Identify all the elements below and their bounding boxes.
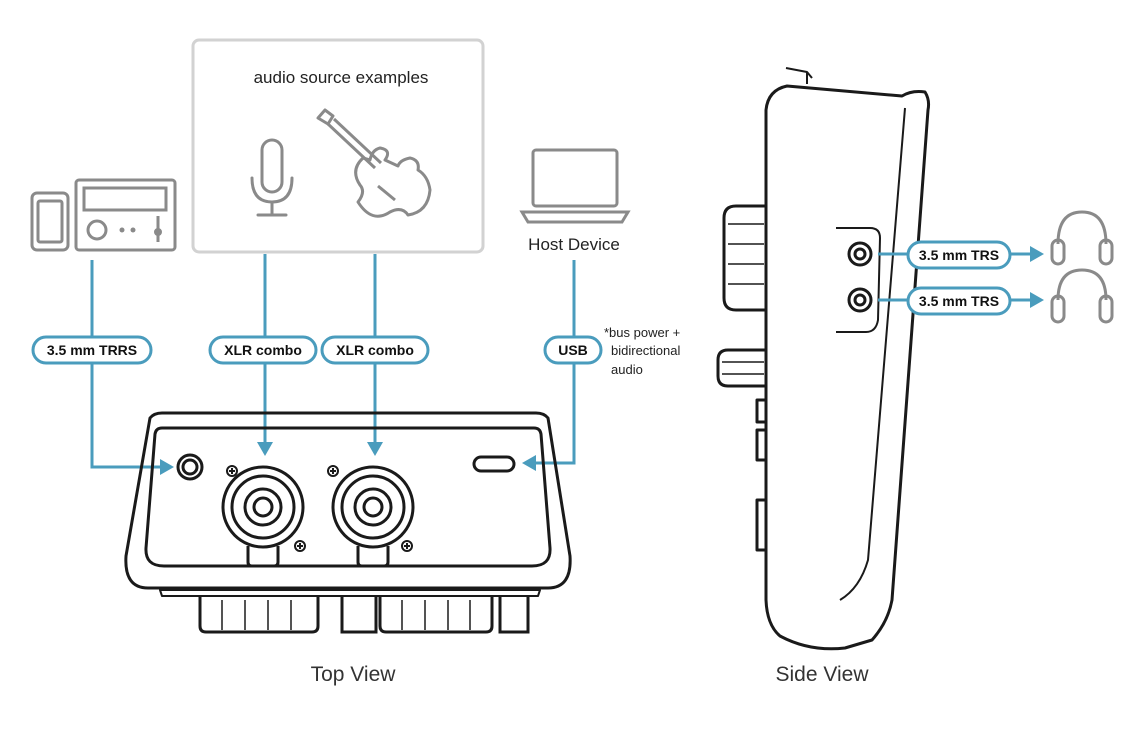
xlr1-label: XLR combo	[224, 342, 302, 358]
host-device-label: Host Device	[528, 235, 620, 254]
trrs-label: 3.5 mm TRRS	[47, 342, 137, 358]
usb-note-line3: audio	[611, 362, 643, 377]
headphones-icon	[1050, 210, 1114, 266]
top-view-screws	[226, 465, 413, 552]
top-view-label: Top View	[311, 663, 397, 686]
headphones-icon	[1050, 268, 1114, 324]
hp1-label: 3.5 mm TRS	[919, 247, 999, 263]
laptop-icon	[519, 148, 631, 224]
top-view-device	[124, 411, 572, 597]
radio-icon	[74, 178, 177, 252]
guitar-icon	[316, 108, 432, 218]
xlr1-label-pill: XLR combo	[208, 335, 318, 365]
usb-note-line2: bidirectional	[611, 343, 680, 358]
audio-source-box: audio source examples	[191, 38, 485, 254]
xlr2-label-pill: XLR combo	[320, 335, 430, 365]
hp1-label-pill: 3.5 mm TRS	[906, 240, 1012, 270]
usb-note-line1: *bus power +	[604, 325, 680, 340]
microphone-icon	[250, 138, 294, 217]
usb-label: USB	[558, 342, 588, 358]
top-view-knobs	[198, 596, 530, 634]
hp2-label-pill: 3.5 mm TRS	[906, 286, 1012, 316]
xlr2-label: XLR combo	[336, 342, 414, 358]
usb-note: *bus power + bidirectional audio	[604, 325, 680, 377]
side-view-label: Side View	[775, 663, 869, 686]
source-box-title: audio source examples	[254, 68, 429, 87]
headphone-arrowheads	[1030, 246, 1044, 308]
side-view-device	[716, 67, 931, 651]
connection-arrowheads	[160, 442, 536, 475]
phone-icon	[30, 191, 70, 252]
trrs-label-pill: 3.5 mm TRRS	[31, 335, 153, 365]
hp2-label: 3.5 mm TRS	[919, 293, 999, 309]
usb-label-pill: USB	[543, 335, 603, 365]
